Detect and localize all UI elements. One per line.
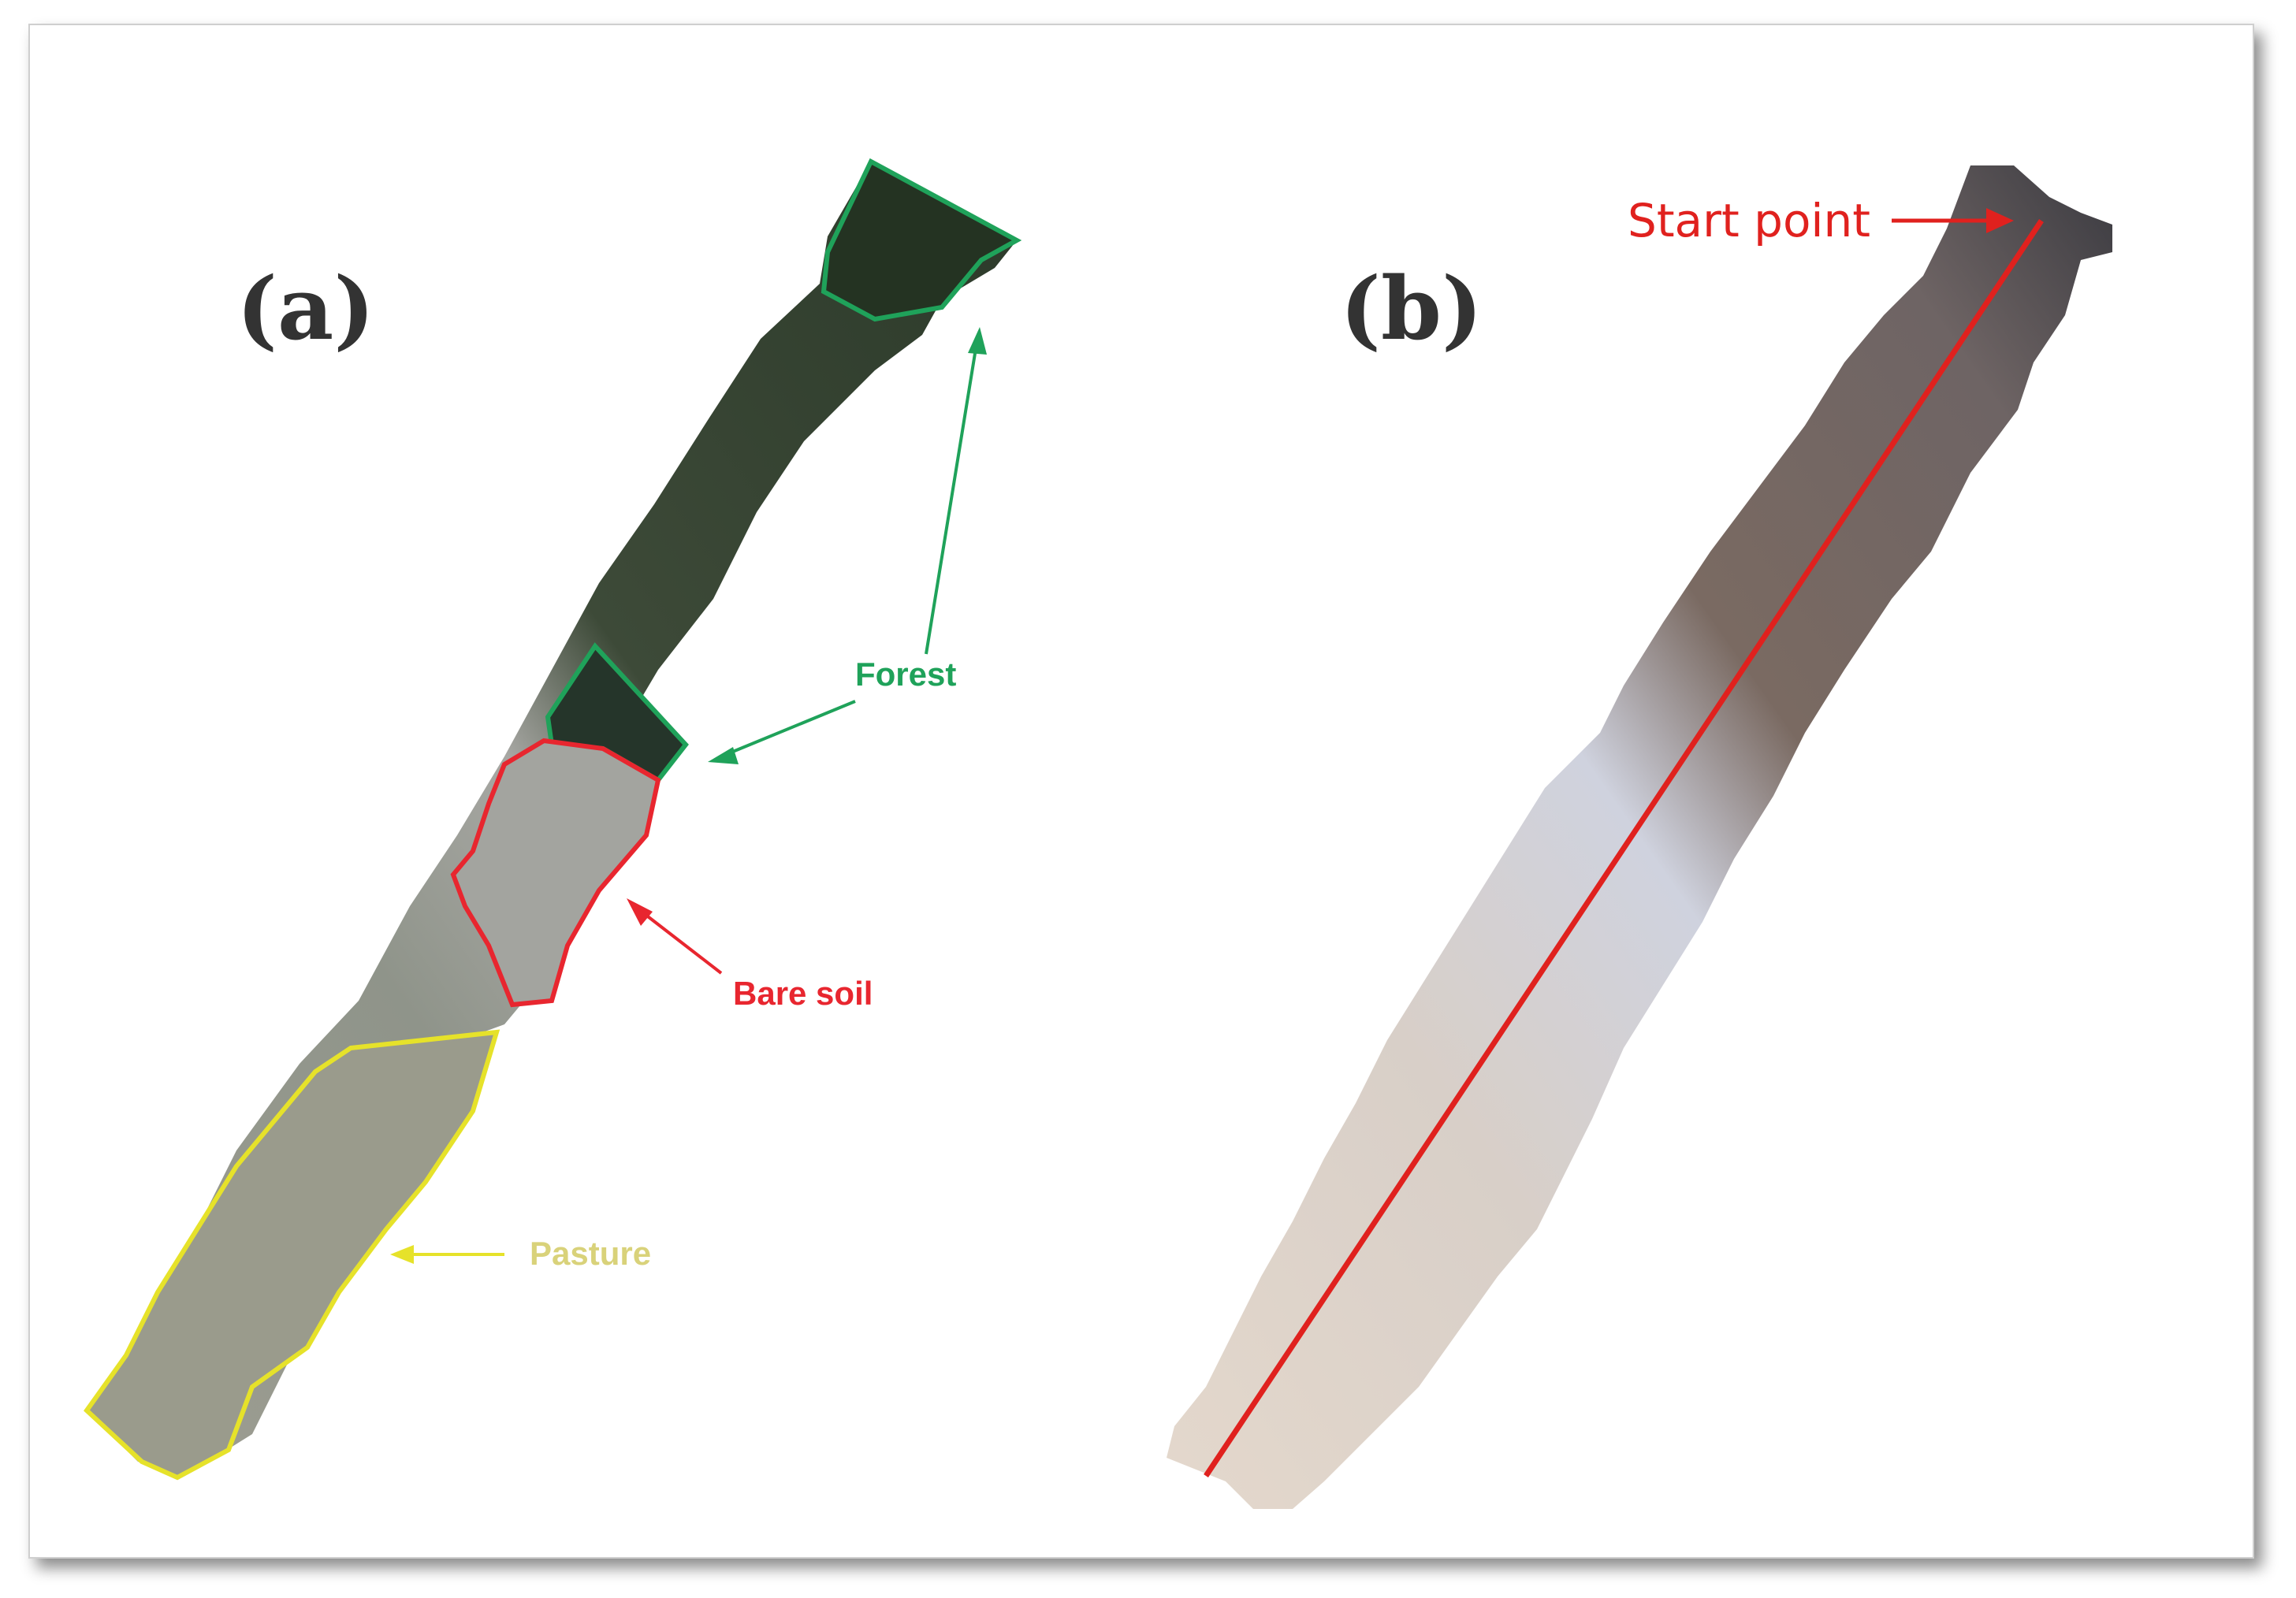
bare-soil-label: Bare soil (733, 975, 873, 1012)
pasture-arrowhead (390, 1245, 414, 1264)
annotation-pasture: Pasture (390, 1235, 651, 1272)
transect-line (1204, 219, 2044, 1477)
satellite-photo (1167, 165, 2112, 1509)
bare-soil-arrowhead (627, 898, 653, 926)
forest-region-top (821, 158, 1022, 322)
figure-frame (28, 24, 2254, 1559)
bare-soil-arrow (633, 905, 723, 975)
satellite-image-strip (1167, 165, 2112, 1509)
forest-arrowhead-middle (708, 747, 739, 764)
annotation-bare-soil: Bare soil (627, 898, 873, 1012)
panel-label-a: (a) (236, 258, 374, 359)
panel-label-b: (b) (1340, 258, 1483, 359)
forest-arrow-top (925, 338, 979, 655)
forest-arrowhead-top (968, 327, 987, 355)
annotation-forest: Forest (708, 327, 987, 764)
forest-arrow-middle (720, 700, 856, 758)
pasture-label: Pasture (530, 1235, 651, 1272)
bare-soil-region (450, 738, 661, 1008)
pasture-region (84, 1029, 501, 1481)
start-point-label: Start point (1628, 194, 1870, 247)
start-point-arrowhead (1986, 208, 2014, 233)
annotation-start-point: Start point (1628, 194, 2014, 247)
forest-label: Forest (855, 656, 956, 693)
aerial-image-strip (84, 158, 1022, 1481)
